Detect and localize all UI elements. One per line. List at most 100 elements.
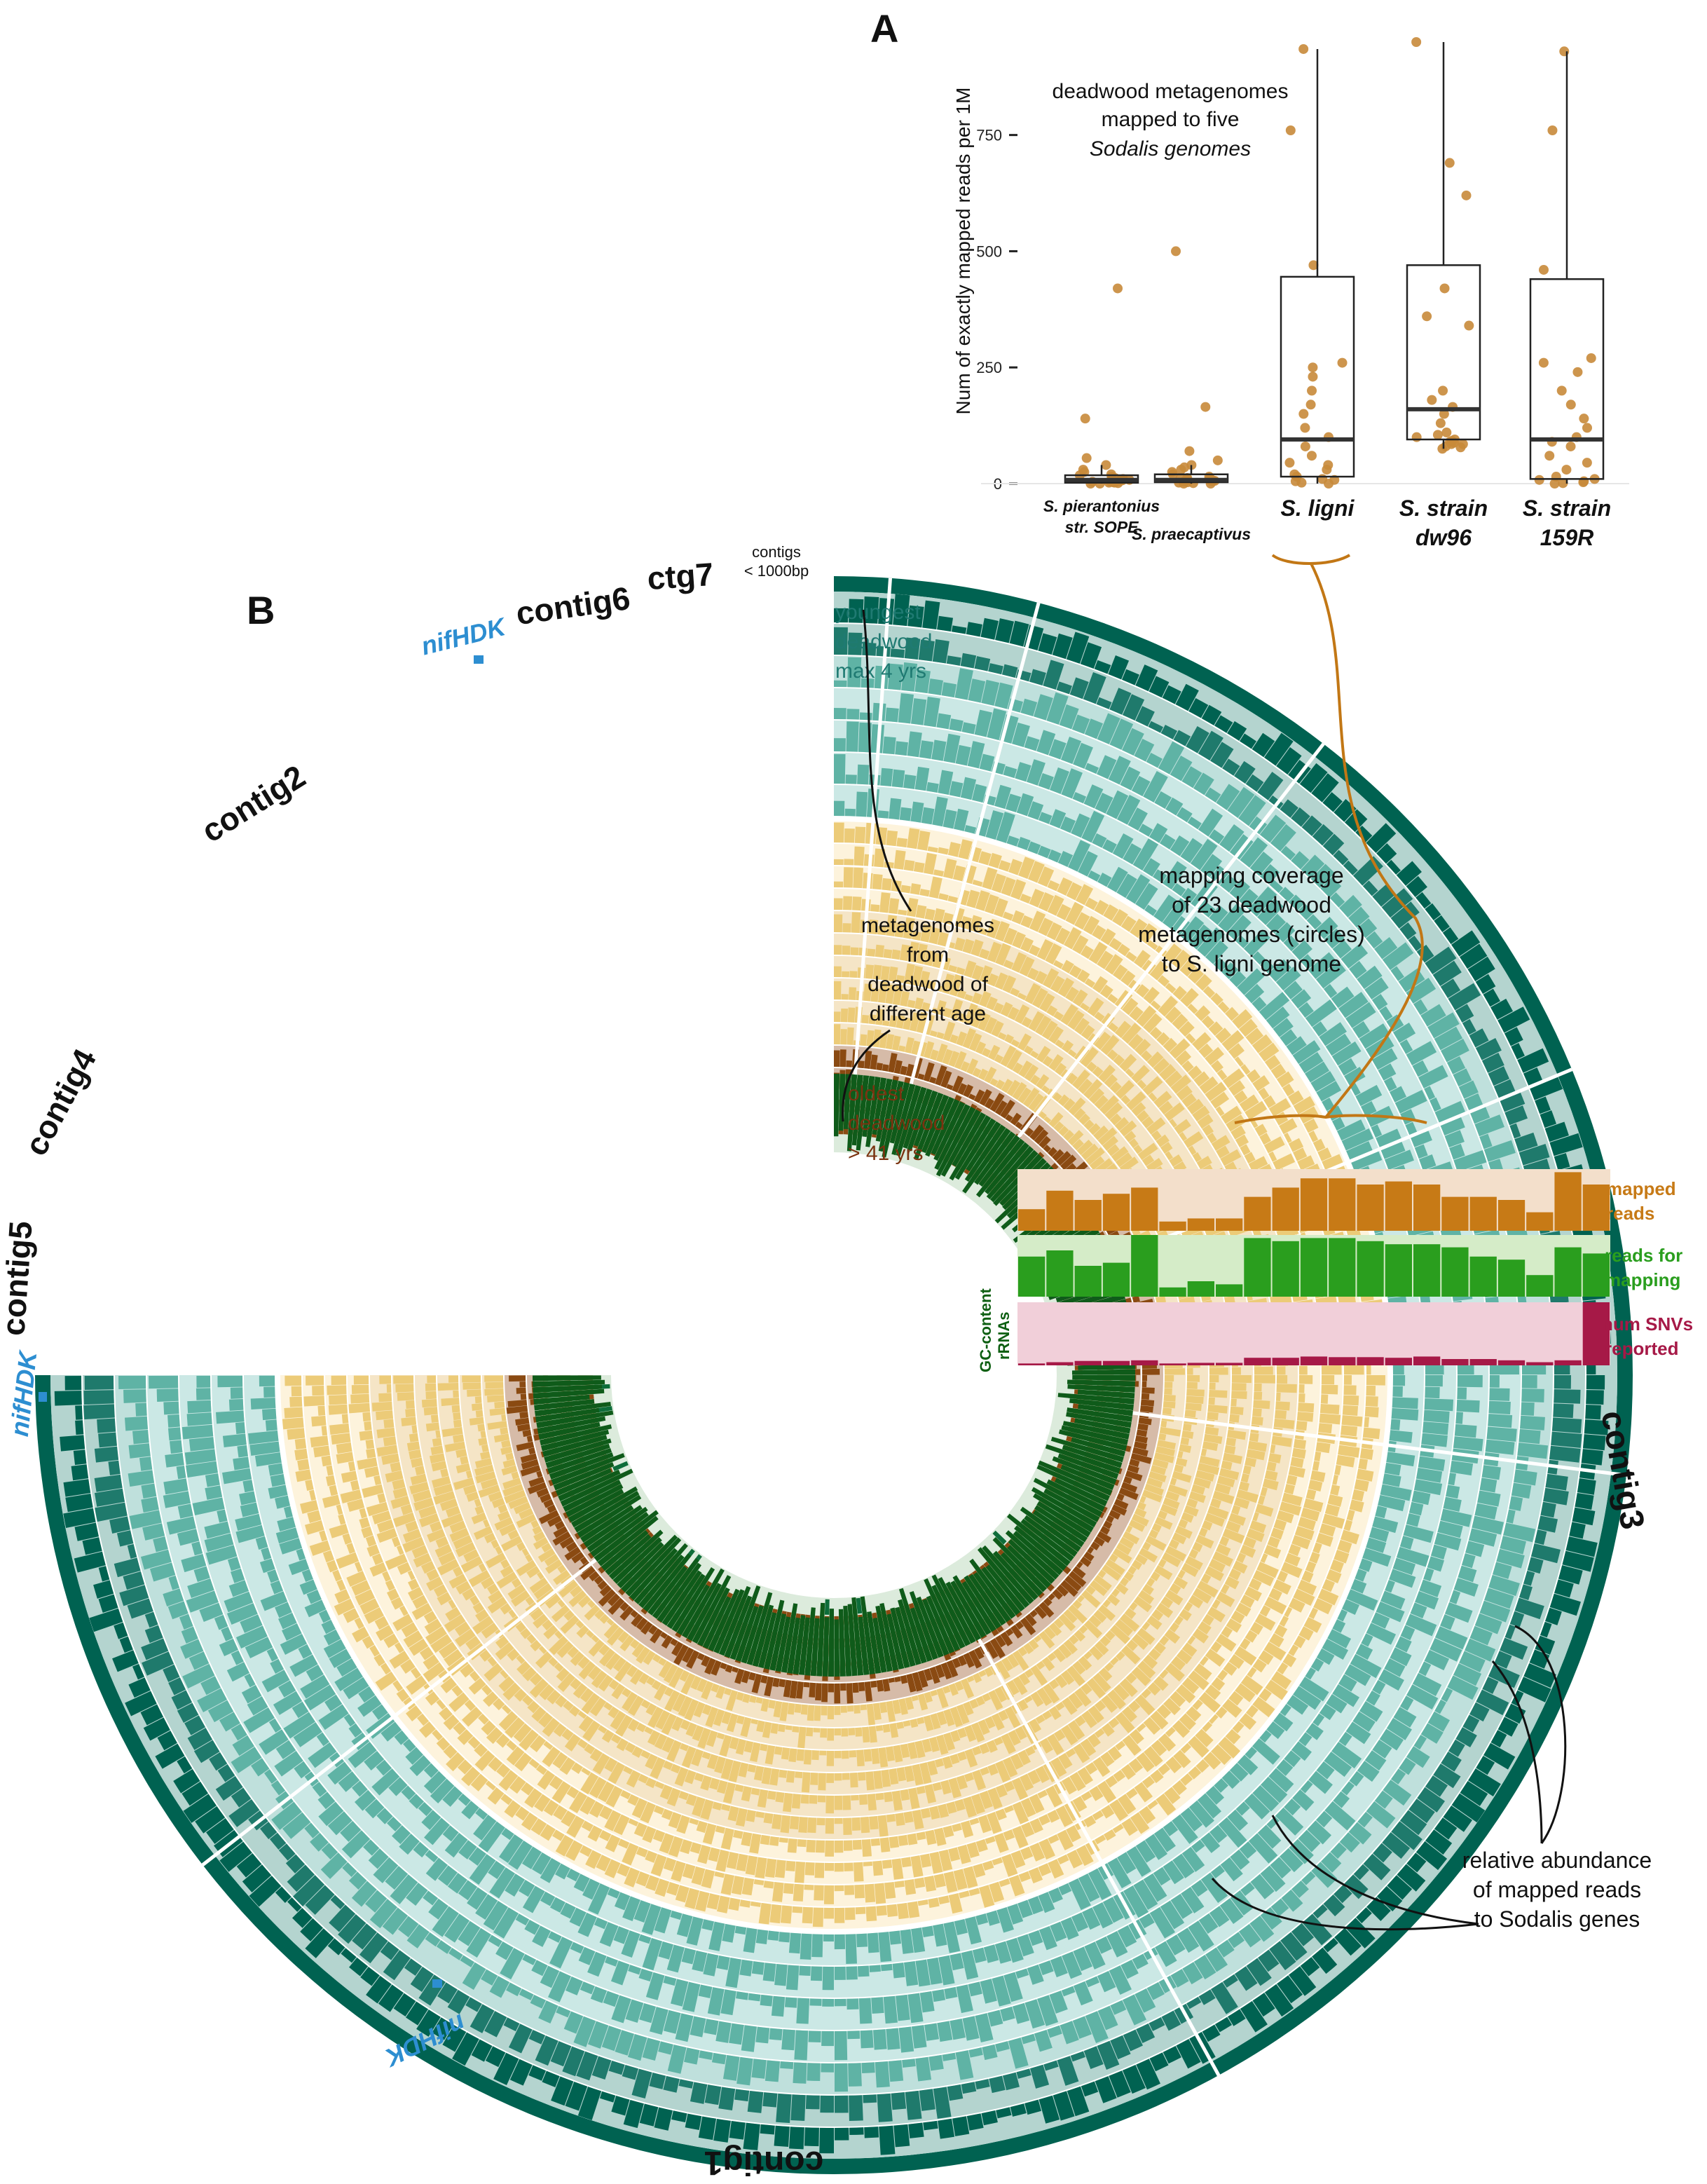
panel-b-letter: B — [247, 588, 275, 632]
snv-bars — [1018, 1302, 1610, 1365]
box-point — [1461, 190, 1472, 200]
sample-bar — [1216, 1363, 1243, 1365]
box-point — [1322, 465, 1332, 475]
sample-bar — [1526, 1212, 1554, 1231]
sample-bar — [1413, 1244, 1441, 1297]
boxplot-y-tick-label: 250 — [976, 359, 1002, 376]
metagenomes-line: from — [907, 943, 949, 967]
sample-bar — [1329, 1178, 1356, 1231]
box-point — [1296, 477, 1307, 488]
sample-bar — [1357, 1185, 1384, 1231]
box-point — [1306, 451, 1317, 461]
sample-bar — [1385, 1181, 1412, 1231]
boxplot-annotation: deadwood metagenomes mapped to five Soda… — [1053, 80, 1289, 161]
box-point — [1285, 125, 1296, 135]
contig-separator — [853, 578, 893, 1075]
mapped-reads-label: reads — [1606, 1203, 1654, 1224]
sample-bar — [1497, 1200, 1526, 1231]
box-iqr — [1406, 264, 1481, 441]
sample-bar — [1385, 1358, 1412, 1365]
oldest-line: > 41 yrs — [848, 1142, 924, 1165]
sample-bar — [1357, 1241, 1384, 1297]
sample-bar — [1074, 1200, 1102, 1231]
boxplot-annotation-line: deadwood metagenomes — [1053, 80, 1289, 103]
box-point — [1534, 475, 1544, 485]
mapping-coverage-label: mapping coverage of 23 deadwood metageno… — [1138, 863, 1365, 976]
sample-bar — [1469, 1359, 1497, 1365]
sample-bar — [1469, 1256, 1497, 1297]
small-contigs-line: < 1000bp — [744, 562, 809, 580]
snv-label: num SNVs — [1602, 1313, 1693, 1335]
metagenomes-line: different age — [870, 1002, 986, 1025]
box-point — [1544, 451, 1555, 461]
sample-bar — [1300, 1238, 1328, 1297]
box-point — [1298, 43, 1309, 54]
metagenomes-line: deadwood of — [868, 973, 988, 996]
box-point — [1308, 371, 1318, 382]
sample-bar — [1385, 1244, 1412, 1297]
sample-bar — [1413, 1356, 1441, 1365]
box-point — [1212, 455, 1223, 465]
boxplot-y-tick-label: 500 — [976, 243, 1002, 260]
box-point — [1200, 402, 1211, 412]
sample-bar — [1102, 1262, 1130, 1297]
boxplot-category-label: S. pierantonius — [1043, 497, 1160, 515]
sample-bar — [1272, 1358, 1299, 1365]
box-point — [1167, 467, 1177, 477]
boxplot-category-label: str. SOPE — [1065, 518, 1139, 536]
contig-separator — [977, 1638, 1221, 2077]
box-iqr — [1529, 278, 1605, 480]
sample-bar — [1582, 1253, 1610, 1297]
box-point — [1561, 465, 1572, 475]
box-point — [1438, 385, 1448, 396]
box-point — [1565, 441, 1576, 451]
box-point — [1411, 432, 1422, 442]
small-contigs-line: contigs — [752, 543, 801, 561]
contig-label: contig4 — [18, 1043, 104, 1161]
sample-bar — [1046, 1250, 1074, 1297]
box-point — [1435, 418, 1446, 428]
sample-bar — [1102, 1194, 1130, 1231]
circos-coverage-bars — [54, 594, 1611, 2155]
sample-bar — [1357, 1357, 1384, 1365]
sample-bar — [1329, 1238, 1356, 1297]
sample-bar — [1018, 1363, 1046, 1365]
box-point — [1298, 409, 1309, 419]
box-point — [1411, 37, 1422, 47]
reads-for-mapping-label: mapping — [1605, 1269, 1680, 1290]
sample-bar — [1554, 1247, 1582, 1297]
sample-bar — [1441, 1359, 1469, 1365]
youngest-line: youngest — [835, 601, 921, 624]
sample-bar — [1329, 1357, 1356, 1365]
sample-bar — [1526, 1275, 1554, 1297]
box-point — [1464, 320, 1474, 331]
sample-bar — [1441, 1196, 1469, 1231]
oldest-line: oldest — [848, 1082, 905, 1105]
box-point — [1538, 264, 1549, 275]
oldest-deadwood-label: oldest deadwood > 41 yrs — [848, 1082, 945, 1165]
box-point — [1337, 357, 1348, 368]
sample-bar — [1159, 1287, 1186, 1297]
box-point — [1081, 453, 1092, 463]
box-point — [1538, 357, 1549, 368]
boxplot-annotation-line: Sodalis genomes — [1090, 137, 1251, 161]
contig-label: contig5 — [0, 1220, 39, 1337]
box-point — [1307, 385, 1317, 396]
gc-content-label: GC-content — [977, 1288, 994, 1372]
boxplot-category-label: dw96 — [1415, 525, 1472, 550]
mapping-line: metagenomes (circles) — [1138, 922, 1365, 947]
box-point — [1184, 446, 1195, 456]
metagenomes-bracket — [862, 609, 912, 912]
box-point — [1579, 414, 1589, 424]
mapped-reads-bars — [1018, 1172, 1610, 1231]
youngest-line: max 4 yrs — [835, 660, 926, 683]
sample-bar — [1159, 1221, 1186, 1231]
box-point — [1113, 283, 1123, 294]
box-point — [1300, 441, 1310, 451]
sample-bar — [1131, 1360, 1158, 1365]
box-point — [1300, 423, 1310, 433]
box-point — [1558, 478, 1568, 489]
mapping-line: of 23 deadwood — [1172, 892, 1331, 917]
inner-track-labels: GC-content rRNAs — [977, 1288, 1013, 1372]
nif-label: nifHDK — [418, 612, 510, 661]
